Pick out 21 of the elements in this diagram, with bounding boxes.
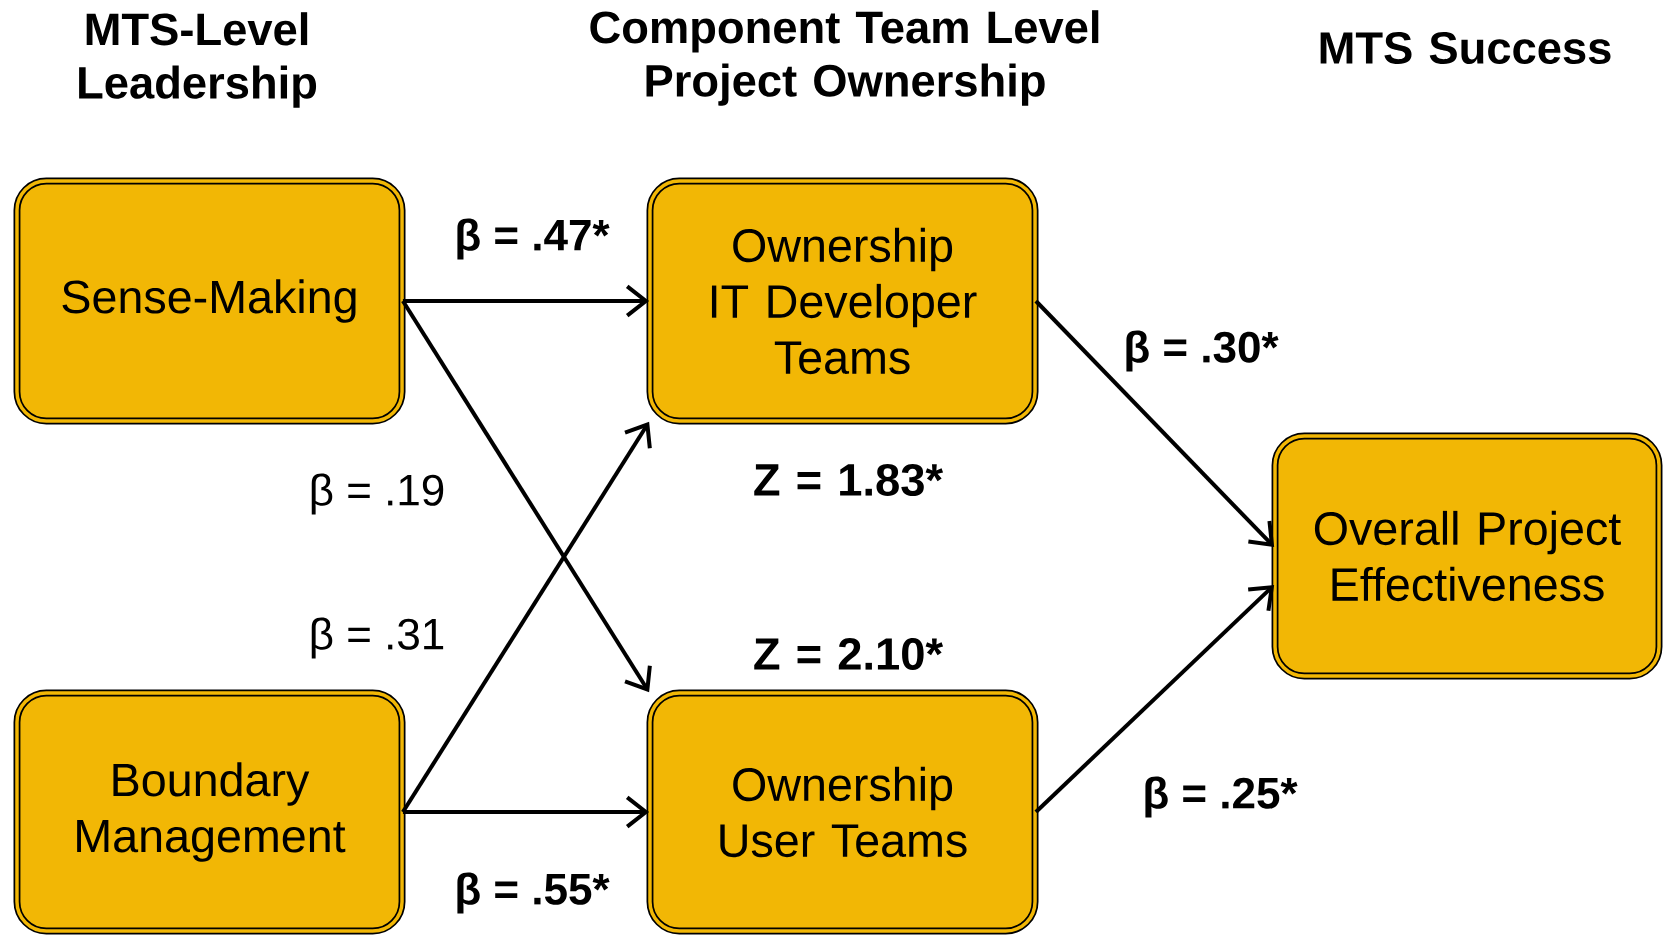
column-heading: Component Team Level Project Ownership — [590, 10, 1099, 106]
column-heading: MTS-Level Leadership — [79, 12, 317, 108]
arrow — [1034, 585, 1275, 814]
edge-label: β = .25* — [1139, 773, 1301, 821]
arrow — [402, 284, 650, 318]
edge-label: β = .30* — [1120, 327, 1282, 375]
arrow — [1034, 299, 1275, 547]
edge-label: β = .31 — [306, 614, 448, 662]
arrow — [401, 421, 652, 814]
edge-label: β = .47* — [451, 215, 613, 263]
process-box: Overall Project Effectiveness — [1271, 432, 1663, 680]
statistic-label: Z = 1.83* — [754, 463, 944, 497]
arrow — [402, 795, 650, 829]
process-box: Boundary Management — [13, 689, 406, 935]
process-box: Sense-Making — [13, 177, 406, 425]
process-box: Ownership IT Developer Teams — [646, 177, 1039, 425]
edge-label: β = .55* — [451, 869, 613, 917]
process-box: Ownership User Teams — [646, 689, 1039, 935]
column-heading: MTS Success — [1320, 31, 1611, 65]
arrow — [401, 299, 652, 693]
edge-label: β = .19 — [306, 470, 448, 518]
